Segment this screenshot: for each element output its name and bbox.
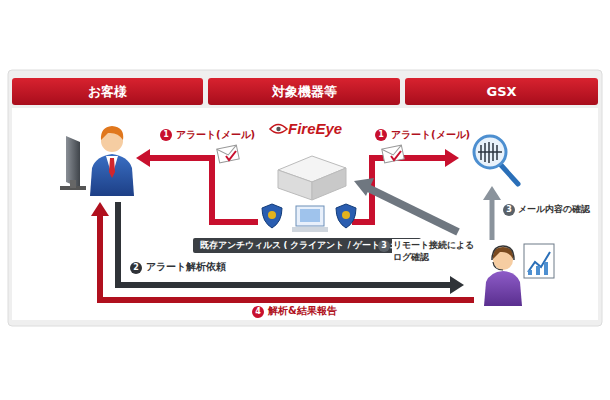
arrow-head bbox=[136, 149, 150, 167]
column-heading: 対象機器等 bbox=[272, 83, 337, 101]
check-arrow bbox=[490, 198, 495, 240]
antivirus-icons bbox=[262, 204, 356, 232]
step-label: アラート(メール) bbox=[390, 129, 471, 141]
customer-icon bbox=[60, 126, 134, 196]
mail-icon bbox=[382, 145, 404, 163]
arrow-head bbox=[91, 202, 109, 216]
step-label: メール内容の確認 bbox=[517, 203, 591, 215]
column-heading: お客様 bbox=[88, 83, 127, 101]
column-heading: GSX bbox=[486, 84, 516, 99]
step-label: 解析&結果報告 bbox=[267, 305, 338, 317]
arrow-head bbox=[483, 186, 501, 200]
fireeye-appliance bbox=[278, 156, 346, 200]
brand-logo: FireEye bbox=[288, 120, 342, 137]
arrow-head bbox=[354, 178, 374, 196]
callout-number: 1 bbox=[160, 129, 172, 141]
callout-number: 1 bbox=[375, 129, 387, 141]
analysis-magnifier-icon bbox=[474, 136, 518, 184]
header-band: お客様 bbox=[12, 78, 203, 105]
callout-number: 3 bbox=[503, 204, 515, 216]
operator-icon bbox=[484, 244, 554, 306]
arrow-head bbox=[445, 149, 459, 167]
panel bbox=[12, 108, 598, 320]
header-band: GSX bbox=[405, 78, 598, 105]
header-band: 対象機器等 bbox=[208, 78, 400, 105]
step-label: アラート(メール) bbox=[175, 129, 256, 141]
mail-icon bbox=[217, 145, 239, 163]
arrow-head bbox=[450, 276, 464, 294]
callout-number: 3 bbox=[378, 240, 390, 252]
step-label: アラート解析依頼 bbox=[145, 261, 227, 273]
remote-arrow bbox=[368, 188, 458, 232]
callout-number: 4 bbox=[252, 306, 264, 318]
fireeye-logo-mark bbox=[270, 125, 287, 134]
outer-frame bbox=[8, 70, 602, 326]
callout-number: 2 bbox=[130, 262, 142, 274]
step-label: リモート接続による ログ確認 bbox=[392, 239, 480, 263]
